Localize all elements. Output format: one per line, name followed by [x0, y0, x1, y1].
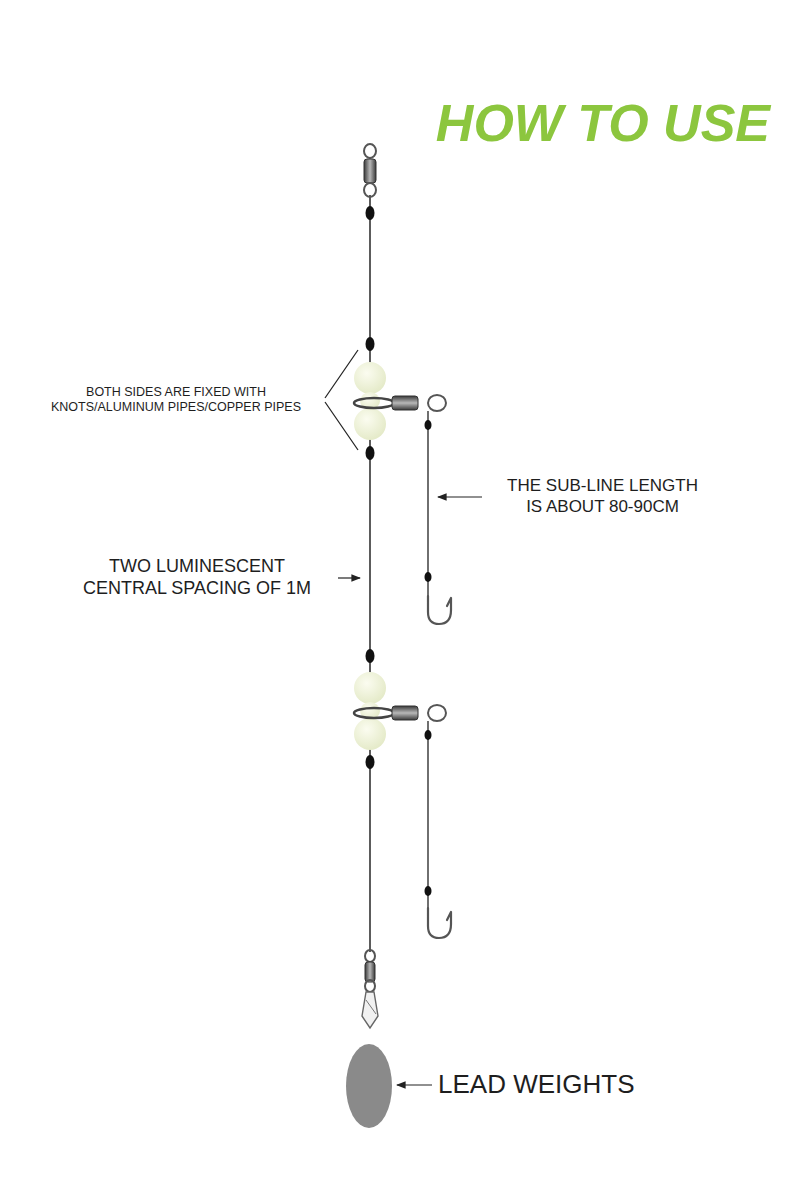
leader-lines	[325, 350, 482, 1085]
bracket-note: BOTH SIDES ARE FIXED WITH KNOTS/ALUMINUM…	[28, 385, 324, 416]
spacing-note: TWO LUMINESCENT CENTRAL SPACING OF 1M	[72, 556, 322, 600]
main-line	[370, 195, 371, 952]
snap-swivel	[362, 950, 378, 1028]
lead-weight	[346, 1044, 392, 1128]
page-title: HOW TO USE	[436, 92, 770, 155]
luminescent-bead-group	[354, 362, 451, 624]
luminescent-bead-group	[354, 672, 451, 938]
sub-line-note: THE SUB-LINE LENGTH IS ABOUT 80-90CM	[500, 476, 705, 517]
top-swivel	[364, 144, 376, 197]
part-name: LEAD WEIGHTS	[438, 1069, 738, 1101]
